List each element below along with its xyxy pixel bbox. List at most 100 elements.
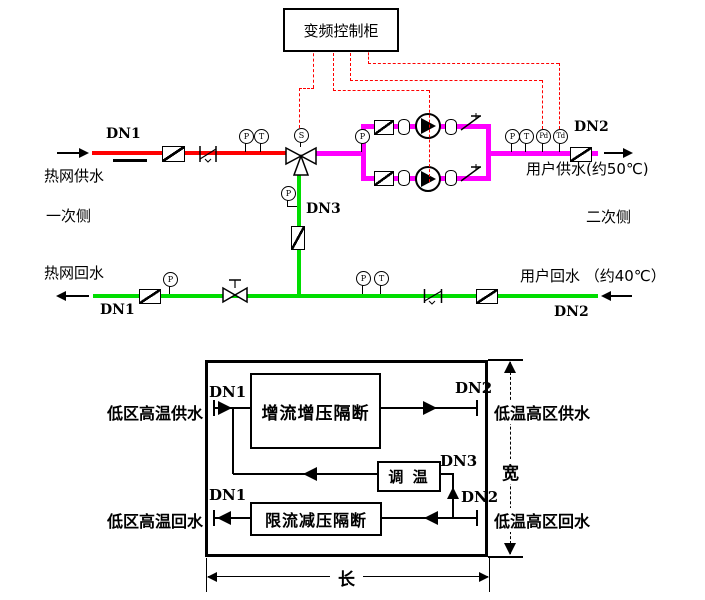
signal-line (313, 48, 314, 88)
filter-top-branch (374, 120, 394, 135)
unit-return-function-box: 限流减压隔断 (250, 502, 382, 536)
gauge-letter: P (360, 273, 367, 283)
stop-valve-primary-supply-icon (199, 146, 217, 163)
unit-supply-function-box: 增流增压隔断 (250, 373, 381, 449)
unit-tempering-label: 调 温 (388, 468, 430, 486)
primary-supply-pipe (92, 151, 286, 155)
unit-dn1-supply: DN1 (209, 383, 247, 401)
signal-line (368, 48, 369, 64)
instrument-stem (525, 142, 526, 152)
primary-return-arrow-line (65, 295, 89, 297)
coupling-bottom-left (398, 170, 410, 186)
primary-supply-arrow (79, 148, 89, 158)
valve-actuator: S (294, 128, 309, 143)
unit-bypass-up-arrow (447, 487, 459, 499)
unit-tempering-box: 调 温 (377, 461, 441, 492)
instrument-stem (287, 206, 297, 207)
primary-return-arrow (56, 291, 66, 301)
gate-valve-return-icon (222, 279, 248, 304)
unit-label-right-return: 低温高区回水 (492, 508, 593, 532)
dim-width-label: 宽 (500, 459, 521, 484)
pressure-gauge: P (355, 129, 370, 144)
dim-width-ext-top (488, 359, 523, 361)
unit-return-arrow-in (424, 511, 438, 525)
unit-supply-arrow-in (218, 401, 232, 415)
filter-secondary-return (476, 289, 498, 304)
primary-supply-arrow-line (57, 152, 82, 154)
coupling-top-left (398, 119, 410, 135)
dn3-label: DN3 (306, 201, 341, 217)
signal-line (368, 63, 559, 64)
secondary-supply-pipe (486, 151, 598, 156)
secondary-pipe-valve-out (315, 151, 363, 156)
dim-width-ext-bottom (488, 556, 523, 558)
gauge-letter: P (243, 131, 250, 141)
thermometer: T (374, 271, 389, 286)
temperature-transmitter: Td (553, 129, 568, 144)
secondary-return-label: 用户回水 （约40℃） (520, 267, 666, 285)
primary-supply-label: 热网供水 (44, 167, 105, 185)
dn2-supply-label: DN2 (574, 119, 609, 135)
secondary-side-label: 二次侧 (586, 208, 632, 226)
thermometer: T (254, 129, 269, 144)
primary-return-label: 热网回水 (44, 264, 105, 282)
circulation-pump-bottom (415, 166, 441, 192)
instrument-stem (542, 142, 543, 152)
pressure-gauge: P (281, 186, 296, 201)
signal-line (429, 90, 430, 182)
unit-tempering-elbow-h (437, 473, 454, 475)
secondary-return-arrow-line (610, 295, 632, 297)
pressure-transmitter: Pd (536, 129, 551, 144)
dim-width-arrow-down (504, 543, 516, 555)
control-cabinet-box: 变频控制柜 (283, 8, 399, 52)
signal-line (559, 63, 560, 129)
pressure-gauge: P (356, 271, 371, 286)
instrument-stem (511, 142, 512, 152)
dim-length-ext-right (489, 558, 490, 592)
unit-supply-terminal-left (213, 400, 215, 416)
instrument-stem (169, 285, 170, 294)
signal-line (333, 90, 429, 91)
signal-line (542, 80, 543, 129)
gauge-letter: Pd (539, 132, 548, 140)
unit-label-right-supply: 低温高区供水 (492, 400, 593, 424)
secondary-supply-arrow (623, 148, 633, 158)
unit-supply-terminal-right (476, 400, 478, 416)
pump-impeller-icon (421, 171, 436, 187)
gauge-letter: T (258, 131, 265, 141)
signal-line (333, 48, 334, 91)
secondary-supply-arrow-line (604, 152, 626, 154)
control-cabinet-label: 变频控制柜 (303, 21, 379, 40)
unit-supply-arrow-out (423, 401, 437, 415)
filter-primary-return (139, 289, 161, 304)
unit-dn2-supply: DN2 (455, 379, 493, 397)
coupling-top-right (445, 119, 457, 135)
pressure-gauge: P (163, 272, 178, 287)
primary-side-label: 一次侧 (46, 207, 92, 225)
dn1-supply-label: DN1 (106, 126, 141, 142)
thermometer: T (519, 129, 534, 144)
gauge-letter: P (359, 131, 366, 141)
gauge-letter: T (523, 131, 530, 141)
secondary-supply-label: 用户供水(约50℃) (526, 160, 649, 178)
gauge-letter: S (298, 130, 305, 140)
instrument-stem (362, 284, 363, 294)
filter-primary-supply (162, 146, 185, 162)
unit-return-arrow-out (217, 511, 231, 525)
dn2-return-label: DN2 (554, 304, 589, 320)
unit-return-terminal-right (476, 510, 478, 526)
instrument-stem (245, 142, 246, 152)
circulation-pump-top (415, 113, 441, 139)
unit-supply-function-label: 增流增压隔断 (261, 403, 370, 424)
secondary-split-riser (361, 124, 366, 181)
unit-dn3-label: DN3 (440, 452, 478, 470)
check-valve-secondary-return-icon (423, 289, 443, 305)
unit-mid-arrow (303, 467, 317, 481)
check-valve-top-branch-icon (460, 113, 481, 131)
instrument-stem (559, 142, 560, 152)
actuator-stem (300, 141, 301, 147)
secondary-return-arrow (601, 291, 611, 301)
signal-line (350, 48, 351, 81)
check-valve-bottom-branch-icon (460, 164, 481, 182)
